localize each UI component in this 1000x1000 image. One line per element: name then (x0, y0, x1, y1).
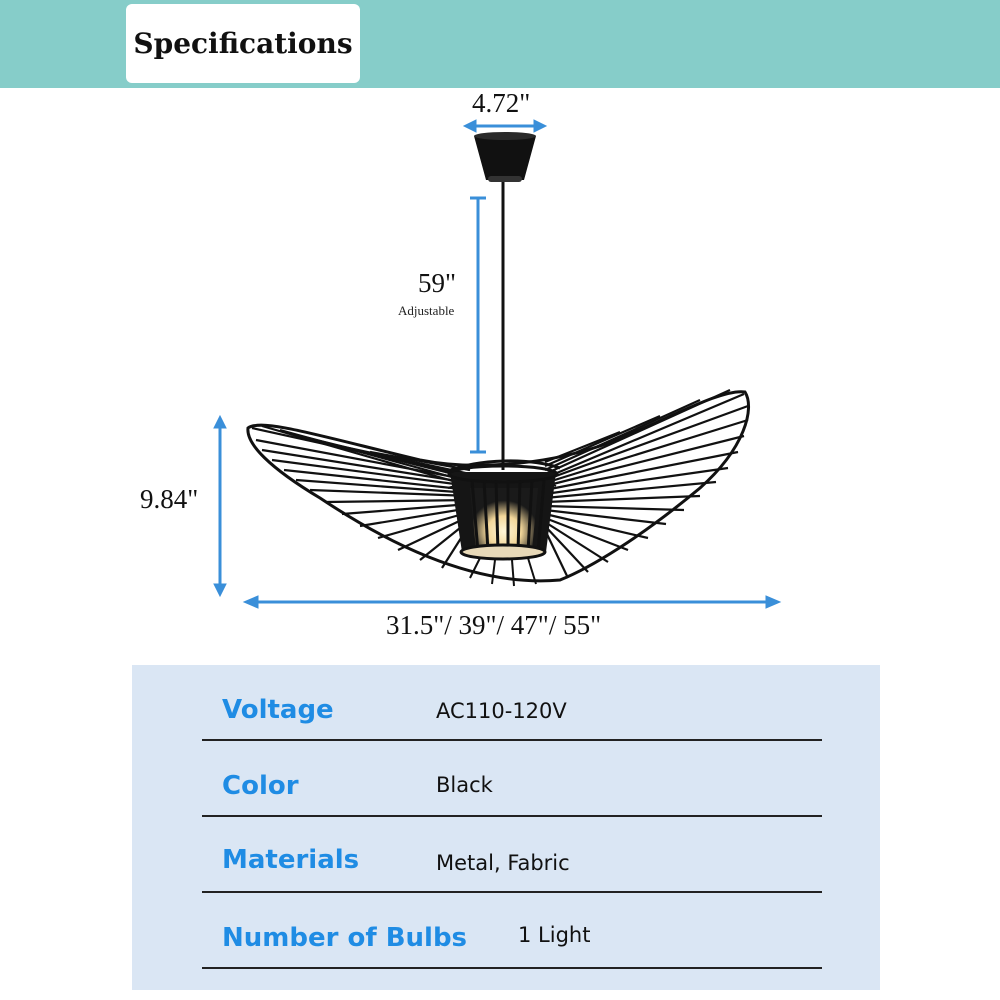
cord-adjustable-note: Adjustable (398, 303, 455, 318)
page-title: Specifications (126, 4, 360, 83)
wire-shade (246, 388, 750, 587)
spec-row-bulbs: Number of Bulbs 1 Light (202, 893, 822, 969)
height-label: 9.84" (140, 484, 199, 514)
diameter-options-label: 31.5"/ 39"/ 47"/ 55" (386, 610, 602, 640)
spec-label: Materials (222, 845, 360, 875)
lamp-dimension-diagram: 4.72" 59" Adjustable 9.84" 31.5"/ 39"/ 4… (0, 88, 1000, 648)
specifications-table: Voltage AC110-120V Color Black Materials… (132, 665, 880, 990)
cord-length-label: 59" (418, 268, 457, 298)
spec-value: 1 Light (518, 923, 591, 947)
spec-label: Voltage (222, 695, 334, 725)
spec-value: Black (436, 773, 493, 797)
canopy-width-label: 4.72" (472, 88, 531, 118)
row-divider (202, 967, 822, 969)
spec-label: Number of Bulbs (222, 923, 468, 953)
row-divider (202, 739, 822, 741)
spec-row-materials: Materials Metal, Fabric (202, 817, 822, 893)
lamp-illustration (213, 119, 782, 609)
dimension-arrows (213, 119, 782, 609)
row-divider (202, 891, 822, 893)
spec-value: Metal, Fabric (436, 851, 570, 875)
row-divider (202, 815, 822, 817)
spec-label: Color (222, 771, 299, 801)
spec-value: AC110-120V (436, 699, 567, 723)
ceiling-canopy (474, 132, 536, 182)
spec-row-voltage: Voltage AC110-120V (202, 665, 822, 741)
spec-row-color: Color Black (202, 741, 822, 817)
inner-drum-shade (447, 464, 559, 561)
